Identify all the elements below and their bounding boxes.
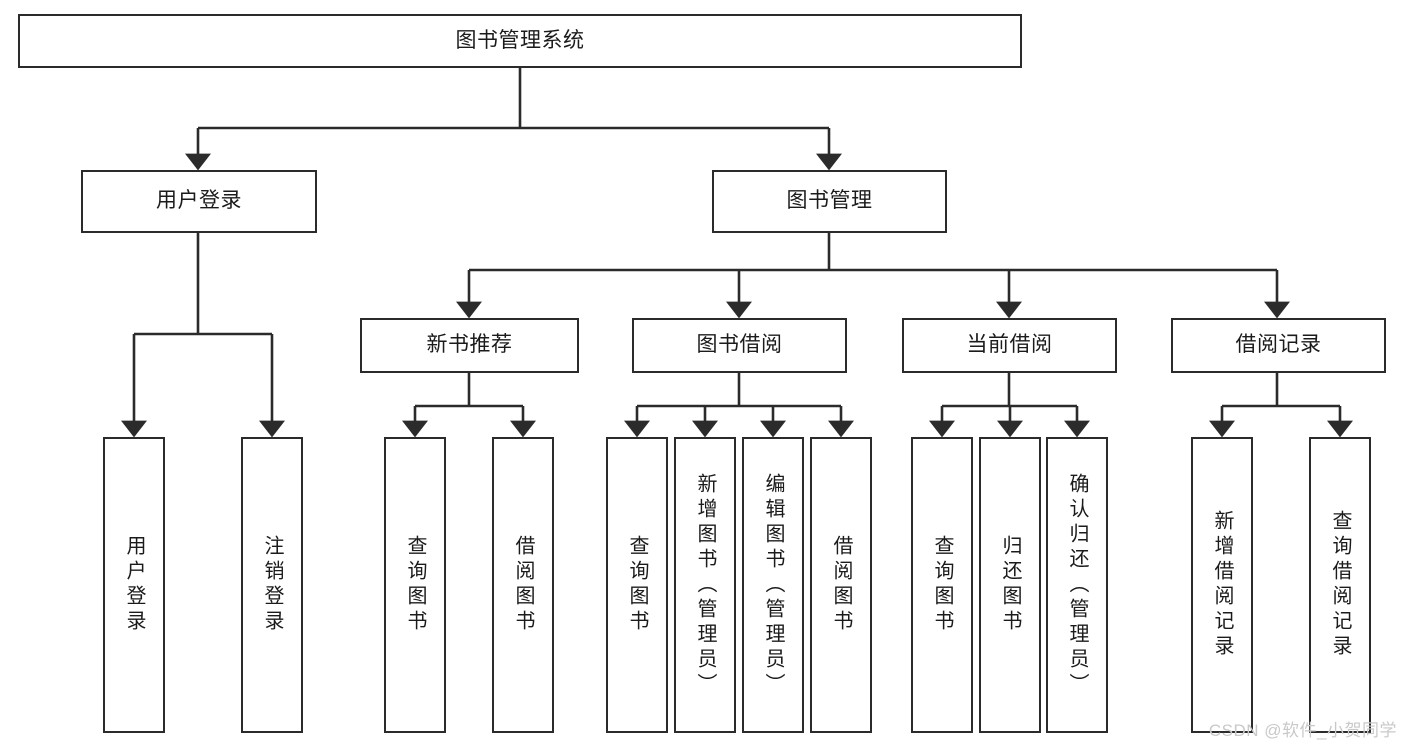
watermark: CSDN @软件_小贺同学: [1208, 721, 1397, 740]
leaf-book-borrow-3[interactable]: 借阅图书: [810, 437, 872, 733]
leaf-current-borrow-0[interactable]: 查询图书: [911, 437, 973, 733]
leaf-book-borrow-1[interactable]: 新增图书（管理员）: [674, 437, 736, 733]
leaf-book-borrow-0-label: 查询图书: [626, 535, 648, 635]
leaf-borrow-record-0-label: 新增借阅记录: [1211, 510, 1233, 660]
leaf-current-borrow-0-label: 查询图书: [931, 535, 953, 635]
leaf-user-login-1-label: 注销登录: [261, 535, 283, 635]
leaf-book-borrow-3-label: 借阅图书: [830, 535, 852, 635]
leaf-current-borrow-1-label: 归还图书: [999, 535, 1021, 635]
node-borrow-record-label: 借阅记录: [1235, 333, 1322, 357]
node-user-login[interactable]: 用户登录: [81, 170, 317, 233]
leaf-current-borrow-1[interactable]: 归还图书: [979, 437, 1041, 733]
node-new-book-recommend-label: 新书推荐: [426, 333, 513, 357]
leaf-current-borrow-2[interactable]: 确认归还（管理员）: [1046, 437, 1108, 733]
leaf-book-borrow-2[interactable]: 编辑图书（管理员）: [742, 437, 804, 733]
leaf-new-book-0-label: 查询图书: [404, 535, 426, 635]
node-book-borrow-label: 图书借阅: [696, 333, 783, 357]
node-book-management[interactable]: 图书管理: [712, 170, 947, 233]
node-current-borrow[interactable]: 当前借阅: [902, 318, 1117, 373]
node-current-borrow-label: 当前借阅: [966, 333, 1053, 357]
node-book-borrow[interactable]: 图书借阅: [632, 318, 847, 373]
leaf-new-book-1[interactable]: 借阅图书: [492, 437, 554, 733]
leaf-new-book-1-label: 借阅图书: [512, 535, 534, 635]
leaf-book-borrow-0[interactable]: 查询图书: [606, 437, 668, 733]
leaf-borrow-record-1[interactable]: 查询借阅记录: [1309, 437, 1371, 733]
leaf-user-login-0[interactable]: 用户登录: [103, 437, 165, 733]
node-borrow-record[interactable]: 借阅记录: [1171, 318, 1386, 373]
leaf-borrow-record-0[interactable]: 新增借阅记录: [1191, 437, 1253, 733]
node-new-book-recommend[interactable]: 新书推荐: [360, 318, 579, 373]
node-root[interactable]: 图书管理系统: [18, 14, 1022, 68]
node-root-label: 图书管理系统: [455, 28, 585, 52]
leaf-new-book-0[interactable]: 查询图书: [384, 437, 446, 733]
leaf-user-login-0-label: 用户登录: [123, 535, 145, 635]
node-book-management-label: 图书管理: [786, 189, 873, 213]
leaf-book-borrow-2-label: 编辑图书（管理员）: [762, 472, 784, 698]
node-user-login-label: 用户登录: [156, 189, 242, 213]
leaf-book-borrow-1-label: 新增图书（管理员）: [694, 472, 716, 698]
leaf-current-borrow-2-label: 确认归还（管理员）: [1066, 472, 1088, 698]
leaf-borrow-record-1-label: 查询借阅记录: [1329, 510, 1351, 660]
leaf-user-login-1[interactable]: 注销登录: [241, 437, 303, 733]
